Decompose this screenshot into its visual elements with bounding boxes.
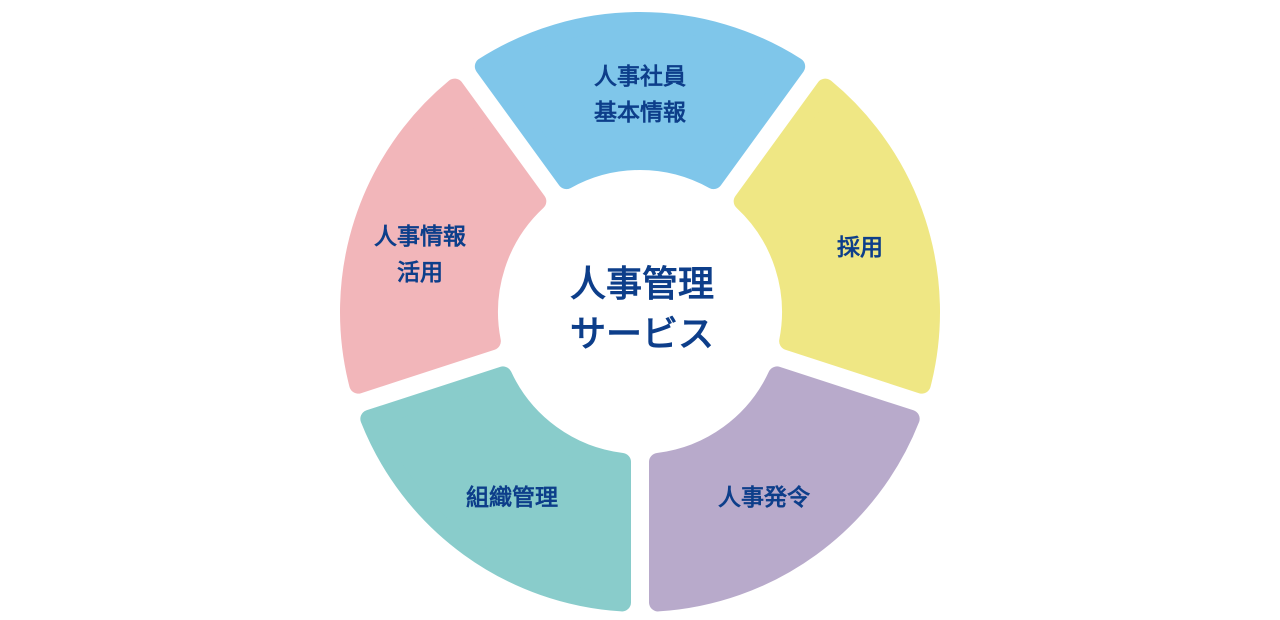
segment-employee-info[interactable] [474,12,806,190]
segment-personnel-orders[interactable] [649,366,920,612]
segment-hr-analytics[interactable] [340,78,547,394]
segment-label-personnel-orders[interactable]: 人事発令 [718,480,810,516]
center-title-line-1: 人事管理 [569,264,715,305]
segment-label-employee-info[interactable]: 人事社員 基本情報 [594,59,686,131]
label-line: 採用 [837,235,883,261]
center-title-line-2: サービス [569,314,715,355]
segment-label-hr-analytics[interactable]: 人事情報 活用 [374,219,466,291]
label-line: 人事社員 [594,64,686,90]
segment-organization[interactable] [360,366,631,612]
label-line: 基本情報 [594,100,686,126]
center-title: 人事管理 サービス [570,260,714,360]
segment-recruitment[interactable] [733,78,940,394]
label-line: 人事情報 [374,224,466,250]
label-line: 組織管理 [466,485,558,511]
label-line: 人事発令 [718,485,810,511]
segment-label-organization[interactable]: 組織管理 [466,480,558,516]
label-line: 活用 [397,260,443,286]
segment-label-recruitment[interactable]: 採用 [837,230,883,266]
